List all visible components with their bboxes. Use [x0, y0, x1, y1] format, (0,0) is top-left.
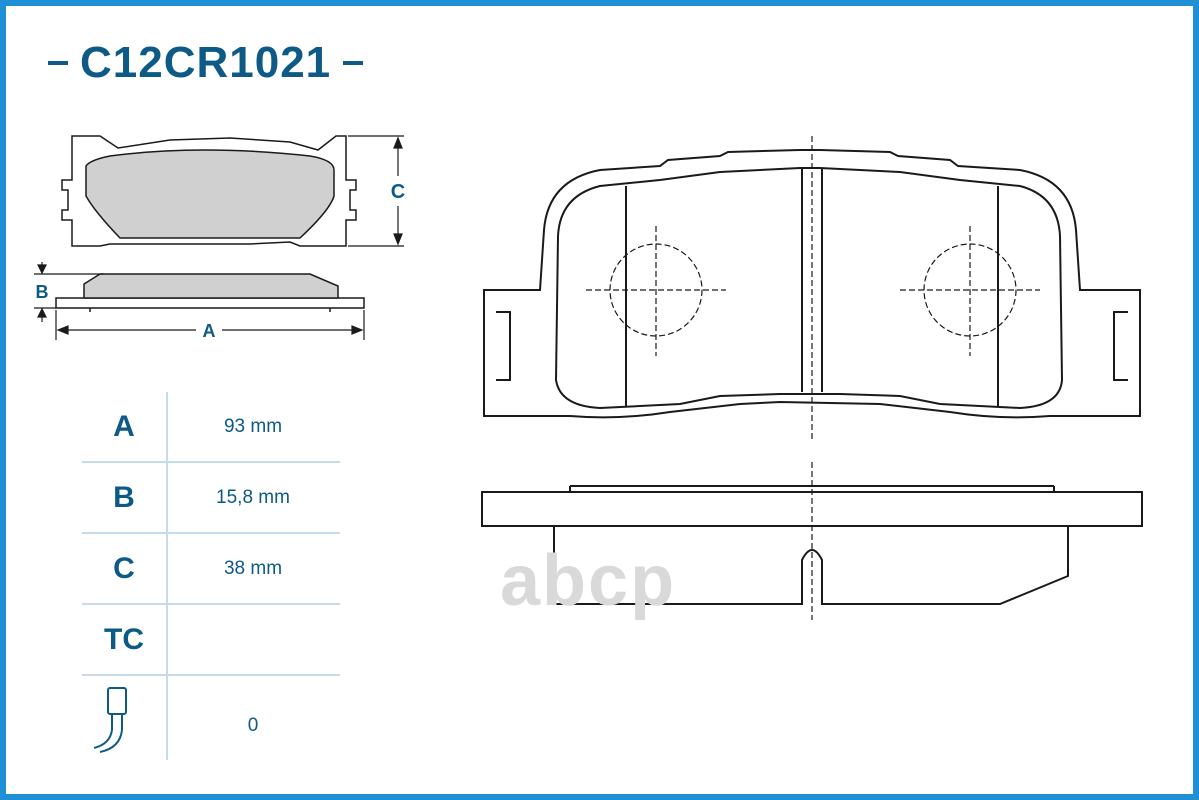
spec-table: A 93 mm B 15,8 mm C 38 mm TC 0	[82, 392, 340, 776]
wear-sensor-icon	[93, 687, 127, 753]
product-title: C12CR1021	[48, 38, 364, 88]
dim-label-b: B	[36, 282, 49, 302]
pad-side-view	[55, 273, 365, 312]
spec-key: C	[113, 551, 135, 585]
spec-row-b: B 15,8 mm	[82, 463, 340, 534]
spec-key: B	[113, 480, 135, 514]
spec-value: 0	[247, 715, 259, 736]
spec-value: 38 mm	[223, 557, 283, 579]
dim-label-c: C	[391, 181, 405, 203]
dimension-c	[348, 135, 404, 247]
pad-front-view	[483, 149, 1141, 419]
spec-row-sensor: 0	[82, 676, 340, 776]
product-code: C12CR1021	[80, 38, 332, 87]
title-dash-right	[343, 61, 364, 65]
spec-value: 15,8 mm	[216, 486, 290, 508]
spec-value: 93 mm	[223, 415, 283, 437]
pad-holes	[586, 136, 1040, 440]
spec-key: TC	[104, 622, 144, 656]
spec-row-tc: TC	[82, 605, 340, 676]
spec-row-a: A 93 mm	[82, 392, 340, 463]
spec-table-divider	[166, 392, 168, 760]
dimension-a	[55, 310, 365, 340]
dim-label-a: A	[203, 321, 216, 341]
title-dash-left	[48, 61, 68, 65]
spec-key: A	[113, 409, 135, 443]
dimension-b	[34, 262, 104, 322]
spec-row-c: C 38 mm	[82, 534, 340, 605]
watermark: abcp	[500, 541, 677, 621]
pad-top-view	[61, 135, 357, 247]
